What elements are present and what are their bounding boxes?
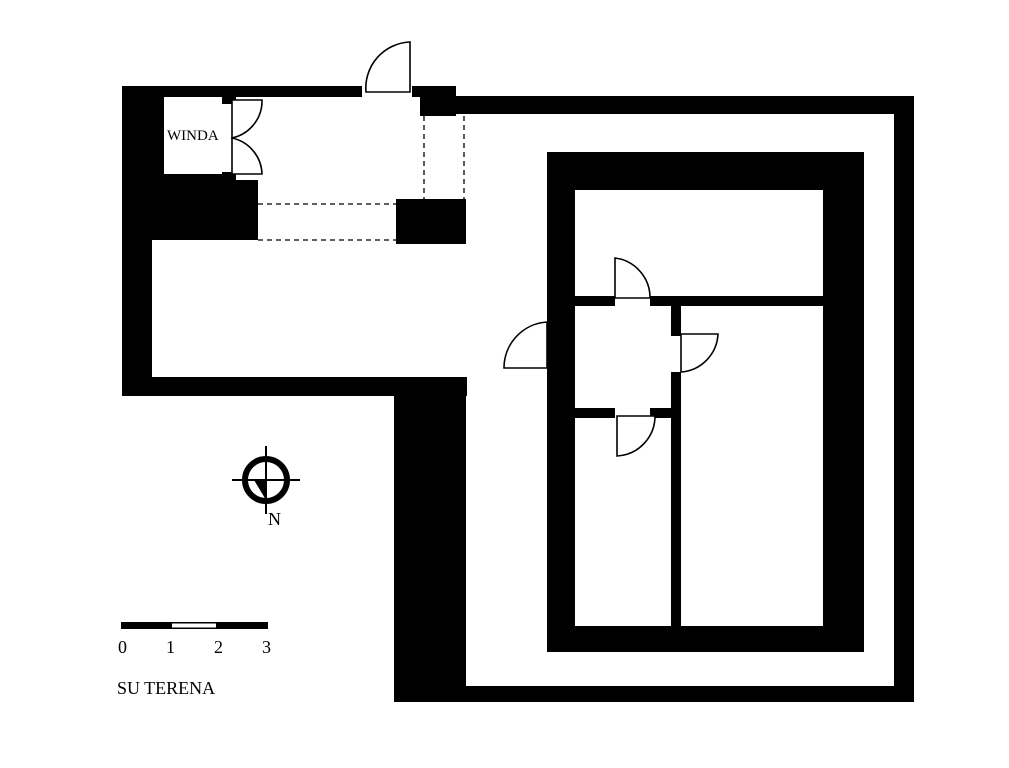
inner-block-walls [547, 152, 864, 652]
doors [231, 41, 719, 457]
scale-tick-0: 0 [118, 637, 127, 657]
north-label: N [268, 509, 281, 529]
scale-bar [121, 622, 268, 629]
pillar [396, 199, 466, 244]
scale-tick-1: 1 [166, 637, 175, 657]
elevator-door-upper [231, 99, 263, 139]
scale-tick-2: 2 [214, 637, 223, 657]
elevator-door-lower [231, 137, 263, 175]
entrance-door [365, 41, 411, 93]
outer-walls [122, 86, 914, 702]
inner-door-north [614, 257, 651, 299]
floor-label: SU TERENA [117, 678, 215, 698]
elevator-label: WINDA [167, 128, 219, 144]
dashed-lines [258, 116, 465, 241]
inner-door-south [616, 415, 656, 457]
scale-tick-3: 3 [262, 637, 271, 657]
inner-door-west [503, 321, 548, 369]
inner-door-east [680, 333, 719, 373]
north-arrow-icon [232, 446, 300, 514]
